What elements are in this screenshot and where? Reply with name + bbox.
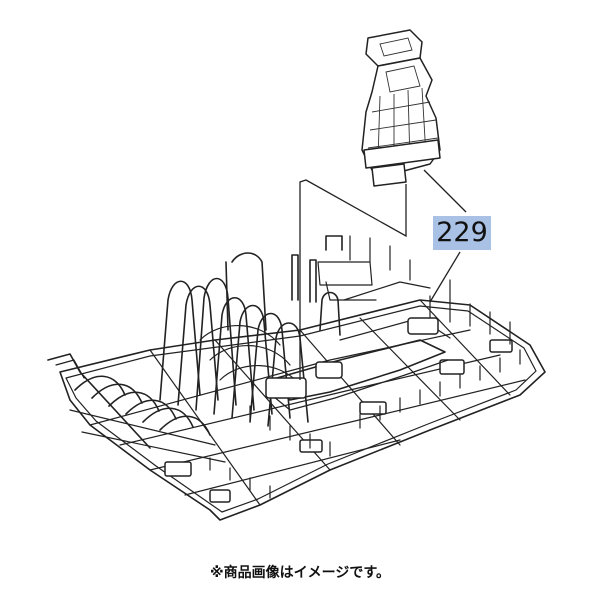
part-229-holder [361, 29, 441, 187]
inner-platform [265, 317, 451, 411]
image-disclaimer-caption: ※商品画像はイメージです。 [210, 565, 390, 581]
rack-base-frame [59, 299, 546, 521]
center-posts [291, 235, 431, 336]
part-number-label: 229 [433, 216, 491, 250]
left-tines [47, 353, 226, 463]
rack-pegs [209, 235, 521, 499]
leader-lines [299, 169, 467, 380]
